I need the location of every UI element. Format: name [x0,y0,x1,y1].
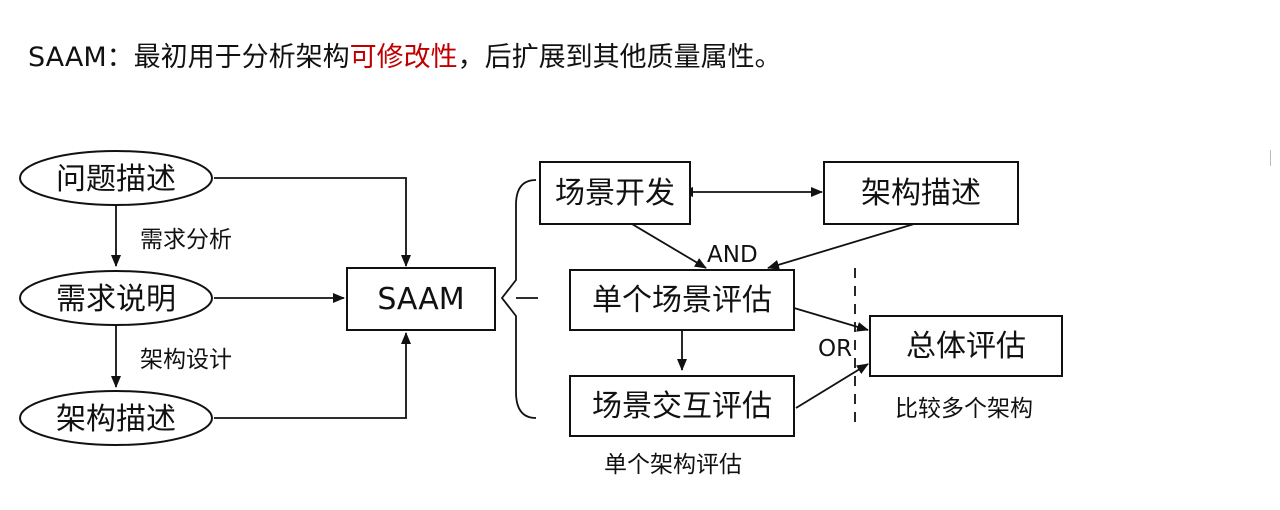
label-and: AND [707,242,758,268]
node-arch-desc-right-label: 架构描述 [861,176,981,211]
node-saam: SAAM [346,267,496,331]
node-saam-label: SAAM [377,282,464,317]
arrow-dev-to-single [631,223,707,269]
arrow-interaction-to-overall [795,363,869,409]
node-problem-desc: 问题描述 [19,150,213,206]
label-req-analysis: 需求分析 [140,227,232,253]
title-suffix: ，后扩展到其他质量属性。 [457,42,782,73]
node-scenario-interaction-eval-label: 场景交互评估 [592,389,772,424]
node-req-spec: 需求说明 [19,270,213,326]
node-req-spec-label: 需求说明 [56,282,176,317]
title-highlight: 可修改性 [349,42,458,73]
label-or: OR [818,336,852,362]
title-prefix: SAAM：最初用于分析架构 [28,42,350,73]
node-arch-desc-left-label: 架构描述 [56,402,176,437]
node-single-scenario-eval: 单个场景评估 [569,269,795,331]
node-scenario-dev: 场景开发 [539,161,691,225]
node-single-scenario-eval-label: 单个场景评估 [592,283,772,318]
arrow-single-to-overall [793,307,869,332]
label-single-arch-eval: 单个架构评估 [604,452,742,478]
arrow-arch-to-single [767,223,915,270]
arrow-arch-to-saam [214,332,411,419]
node-scenario-dev-label: 场景开发 [555,176,675,211]
edge-divider [1270,150,1271,166]
node-overall-eval: 总体评估 [869,315,1063,377]
label-arch-design: 架构设计 [140,347,232,373]
brace [500,179,538,419]
node-problem-desc-label: 问题描述 [56,162,176,197]
node-arch-desc-right: 架构描述 [823,161,1019,225]
page-title: SAAM：最初用于分析架构可修改性，后扩展到其他质量属性。 [28,38,782,78]
connectors [111,177,915,430]
node-overall-eval-label: 总体评估 [906,329,1026,364]
label-compare-archs: 比较多个架构 [895,396,1033,422]
arrow-problem-to-saam [214,177,411,267]
node-arch-desc-left: 架构描述 [19,390,213,446]
node-scenario-interaction-eval: 场景交互评估 [569,375,795,437]
